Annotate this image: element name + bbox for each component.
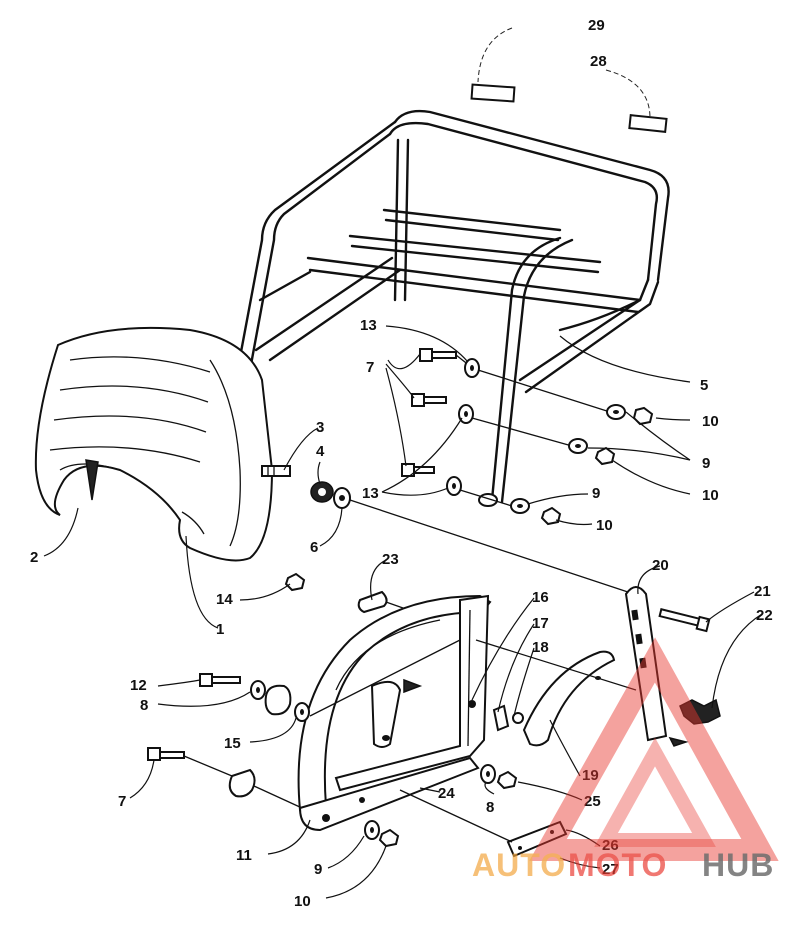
label-3: 3 <box>316 419 324 436</box>
watermark-text-auto: AUTO <box>472 847 566 883</box>
label-14: 14 <box>216 591 233 608</box>
bolt-7-bottom <box>147 747 185 761</box>
label-17: 17 <box>532 615 549 632</box>
label-16: 16 <box>532 589 549 606</box>
label-12: 12 <box>130 677 147 694</box>
clip-23 <box>357 590 388 614</box>
label-4: 4 <box>316 443 325 460</box>
label-24: 24 <box>438 785 455 802</box>
label-7-lower: 7 <box>118 793 126 810</box>
label-13-lower: 13 <box>362 485 379 502</box>
label-15: 15 <box>224 735 241 752</box>
block-spacer <box>264 684 292 716</box>
label-11: 11 <box>236 847 252 864</box>
label-27: 27 <box>602 861 619 878</box>
spacer-16 <box>468 700 476 708</box>
label-7-upper: 7 <box>366 359 374 376</box>
nut-10-b <box>594 446 616 466</box>
leader-lines <box>43 27 763 899</box>
label-8-a: 8 <box>140 697 148 714</box>
knob-22 <box>679 698 721 725</box>
decal-29 <box>470 83 516 103</box>
watermark-triangle-inner <box>594 737 716 847</box>
label-19: 19 <box>582 767 599 784</box>
mounting-bracket <box>297 594 492 832</box>
label-10-b: 10 <box>702 487 719 504</box>
label-10-a: 10 <box>702 413 719 430</box>
label-25: 25 <box>584 793 601 810</box>
label-10-c: 10 <box>596 517 613 534</box>
bolt-7-middle <box>411 393 447 407</box>
spacer-block <box>228 768 256 798</box>
label-6: 6 <box>310 539 318 556</box>
label-9-b: 9 <box>592 485 600 502</box>
label-29: 29 <box>588 17 605 34</box>
nut-25 <box>496 770 518 790</box>
washer-18 <box>512 712 524 724</box>
clip-17 <box>492 704 510 732</box>
label-1: 1 <box>216 621 224 638</box>
guard-19 <box>522 650 616 747</box>
watermark-text-moto: MOTO <box>568 847 667 883</box>
label-22: 22 <box>756 607 773 624</box>
callout-labels: 29 28 13 7 5 10 9 10 13 9 10 3 4 6 2 1 1… <box>30 17 773 910</box>
bolt-21 <box>658 608 711 633</box>
label-20: 20 <box>652 557 669 574</box>
luggage-rack <box>236 109 670 507</box>
label-10-d: 10 <box>294 893 311 910</box>
label-9-c: 9 <box>314 861 322 878</box>
watermark-triangle-outer <box>529 637 779 861</box>
stud-bolt-3 <box>261 465 291 477</box>
label-21: 21 <box>754 583 771 600</box>
bolt-12 <box>199 673 241 687</box>
nut-10-d <box>378 828 400 848</box>
label-8-b: 8 <box>486 799 494 816</box>
label-9-a: 9 <box>702 455 710 472</box>
watermark-logo: AUTO MOTO HUB <box>472 637 779 883</box>
nut-14 <box>284 572 306 592</box>
label-18: 18 <box>532 639 549 656</box>
nut-10-c <box>540 506 562 526</box>
label-5: 5 <box>700 377 708 394</box>
backrest-pad <box>34 326 274 562</box>
bolt-7-lower <box>401 463 435 477</box>
decal-28 <box>628 114 668 133</box>
label-26: 26 <box>602 837 619 854</box>
label-23: 23 <box>382 551 399 568</box>
nut-4 <box>310 481 334 503</box>
bolt-7-upper <box>419 348 457 362</box>
watermark-text-hub: HUB <box>702 847 774 883</box>
nut-10-a <box>632 406 654 426</box>
label-28: 28 <box>590 53 607 70</box>
label-13-upper: 13 <box>360 317 377 334</box>
label-2: 2 <box>30 549 38 566</box>
